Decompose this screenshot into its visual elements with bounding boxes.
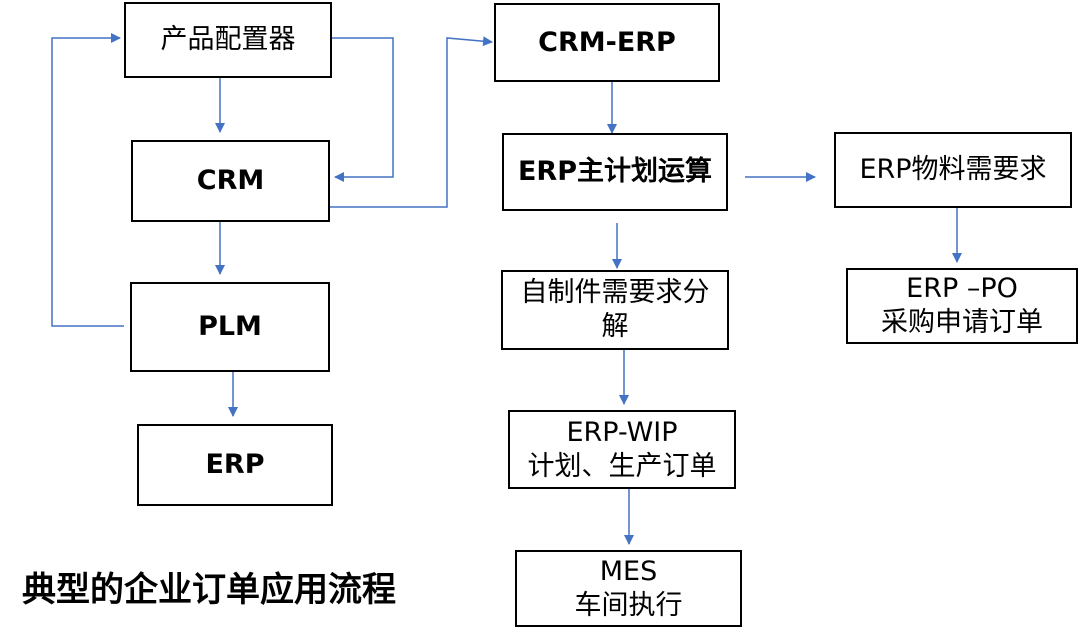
node-mes-line2: 车间执行 xyxy=(574,589,683,621)
node-product-configurator: 产品配置器 xyxy=(124,2,332,78)
arrow-configurator-loop-to-crm xyxy=(332,37,394,182)
node-self-made-breakdown-line1: 自制件需要求分 xyxy=(520,277,710,309)
node-crm-erp-label: CRM-ERP xyxy=(538,26,676,58)
node-product-configurator-label: 产品配置器 xyxy=(160,24,296,56)
node-erp-wip-line1: ERP-WIP xyxy=(566,416,678,448)
node-plm: PLM xyxy=(130,282,330,372)
node-erp-material-requirement-label: ERP物料需要求 xyxy=(859,154,1047,186)
node-mes: MES 车间执行 xyxy=(515,550,742,627)
node-mes-line1: MES xyxy=(599,555,658,587)
arrow-crm-to-crm-erp xyxy=(330,36,493,208)
node-erp-master-planning: ERP主计划运算 xyxy=(502,133,728,211)
node-erp: ERP xyxy=(137,424,333,506)
node-erp-wip-line2: 计划、生产订单 xyxy=(527,450,717,482)
node-erp-label: ERP xyxy=(205,449,265,481)
node-erp-po-line1: ERP –PO xyxy=(906,273,1018,305)
node-erp-po: ERP –PO 采购申请订单 xyxy=(846,268,1078,344)
arrow-plm-to-configurator xyxy=(51,33,124,327)
node-crm-label: CRM xyxy=(196,165,265,197)
node-self-made-breakdown-line2: 解 xyxy=(601,311,629,342)
node-erp-po-line2: 采购申请订单 xyxy=(881,307,1043,338)
node-erp-master-planning-label: ERP主计划运算 xyxy=(517,156,713,188)
node-self-made-breakdown: 自制件需要求分 解 xyxy=(501,270,729,350)
node-crm-erp: CRM-ERP xyxy=(494,3,720,82)
diagram-title: 典型的企业订单应用流程 xyxy=(22,570,396,610)
node-crm: CRM xyxy=(131,140,330,222)
node-plm-label: PLM xyxy=(198,311,262,343)
node-erp-material-requirement: ERP物料需要求 xyxy=(834,132,1072,208)
node-erp-wip: ERP-WIP 计划、生产订单 xyxy=(508,410,736,489)
